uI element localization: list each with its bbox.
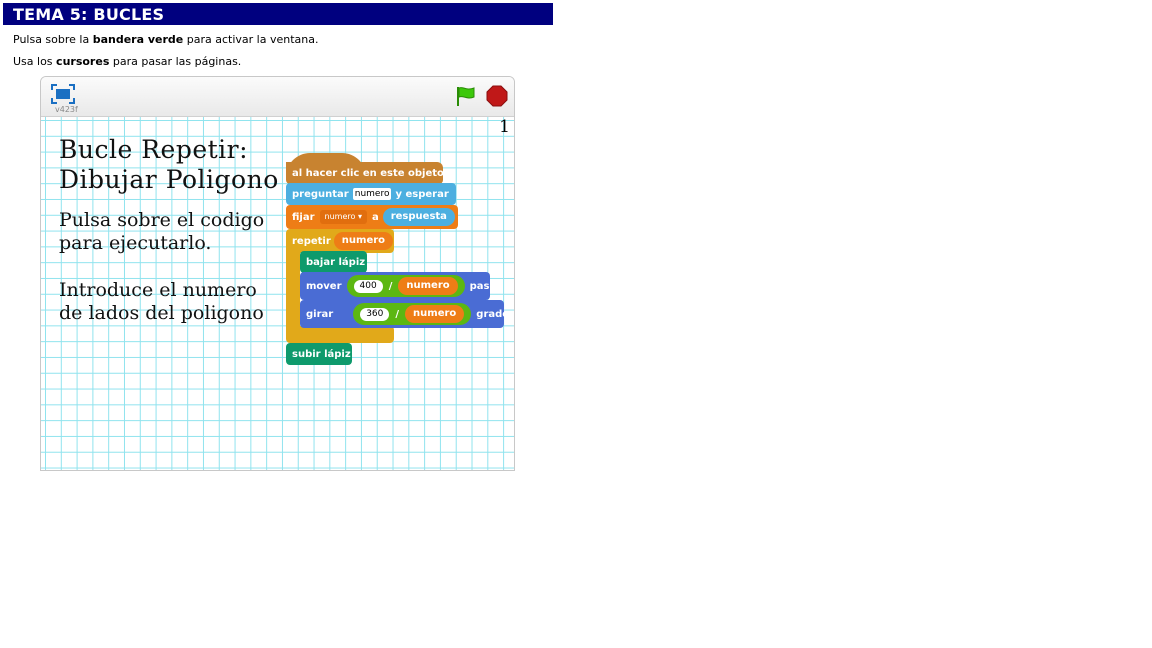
instruction-text: para activar la ventana. (183, 33, 319, 46)
divide-sign: / (388, 280, 393, 292)
player-toolbar: v423f (41, 77, 514, 117)
block-label: subir lápiz (292, 348, 351, 360)
page-number: 1 (499, 117, 510, 137)
divide-sign: / (395, 308, 400, 320)
green-flag-icon[interactable] (454, 85, 476, 107)
version-label: v423f (55, 105, 78, 114)
stage[interactable]: 1 Bucle Repetir: Dibujar Poligono Pulsa … (41, 117, 514, 470)
repeat-block[interactable]: repetir numero (286, 229, 394, 253)
when-clicked-block[interactable]: al hacer clic en este objeto (286, 162, 444, 184)
block-label: grados (476, 308, 515, 320)
instruction-bold: bandera verde (92, 33, 184, 46)
block-label: fijar (292, 211, 315, 223)
instruction-text: para pasar las páginas. (109, 55, 242, 68)
move-variable-reporter[interactable]: numero (398, 277, 458, 295)
instruction-line-1: Pulsa sobre la bandera verde para activa… (13, 33, 318, 46)
ask-block[interactable]: preguntar numero y esperar (286, 183, 456, 205)
instruction-line-2: Usa los cursores para pasar las páginas. (13, 55, 241, 68)
block-label: repetir (292, 235, 331, 247)
block-label: bajar lápiz (306, 256, 366, 268)
divide-operator[interactable]: 360 / numero (353, 303, 472, 325)
move-block[interactable]: mover 400 / numero pasos (300, 272, 502, 300)
block-label: preguntar (292, 188, 349, 200)
block-label: girar (306, 308, 334, 320)
turn-block[interactable]: girar 360 / numero grados (300, 300, 514, 328)
fullscreen-icon[interactable] (51, 84, 75, 104)
page-title: TEMA 5: BUCLES (13, 5, 165, 24)
repeat-block-foot (286, 326, 394, 343)
scratch-player: v423f 1 Bucle Repetir: Dibujar Poligono … (40, 76, 515, 471)
turn-number-input[interactable]: 360 (360, 307, 390, 321)
set-variable-block[interactable]: fijar numero ▾ a respuesta (286, 205, 458, 229)
instruction-text: Pulsa sobre la (13, 33, 93, 46)
turn-variable-reporter[interactable]: numero (405, 305, 465, 323)
block-label: mover (306, 280, 342, 292)
move-number-input[interactable]: 400 (353, 279, 383, 293)
pen-up-block[interactable]: subir lápiz (286, 343, 352, 365)
instruction-text: Usa los (13, 55, 57, 68)
repeat-count-reporter[interactable]: numero (333, 232, 394, 250)
variable-name: numero (324, 212, 356, 221)
answer-reporter[interactable]: respuesta (382, 208, 455, 226)
ask-input[interactable]: numero (352, 188, 392, 200)
block-label: al hacer clic en este objeto (292, 167, 444, 179)
repeat-block-arm (286, 252, 300, 327)
variable-dropdown[interactable]: numero ▾ (319, 210, 367, 224)
divide-operator[interactable]: 400 / numero (346, 275, 465, 297)
instruction-bold: cursores (56, 55, 110, 68)
pen-down-block[interactable]: bajar lápiz (300, 251, 367, 273)
title-bar: TEMA 5: BUCLES (3, 3, 553, 25)
block-label: a (371, 211, 379, 223)
stage-text-click: Pulsa sobre el codigo para ejecutarlo. (59, 209, 265, 254)
block-label: pasos (469, 280, 503, 292)
block-label: y esperar (395, 188, 449, 200)
stop-icon[interactable] (486, 85, 508, 107)
stage-heading: Bucle Repetir: Dibujar Poligono (59, 135, 279, 194)
stage-text-input: Introduce el numero de lados del poligon… (59, 279, 264, 324)
